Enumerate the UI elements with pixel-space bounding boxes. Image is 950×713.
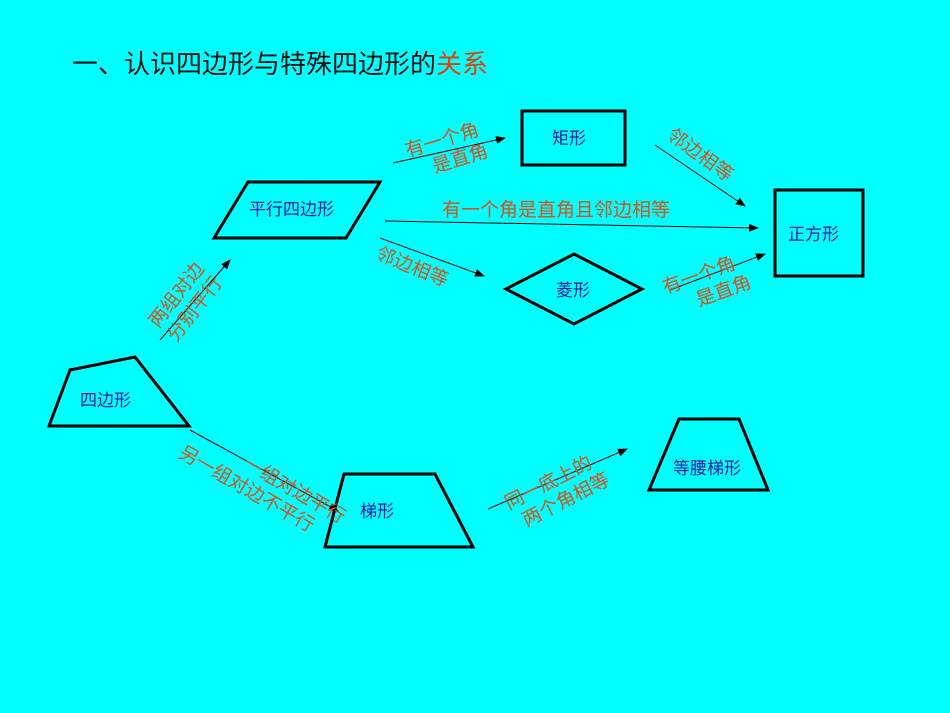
- isosceles-trapezoid-label: 等腰梯形: [673, 459, 741, 479]
- rhombus-label: 菱形: [556, 281, 590, 301]
- arrow-para-to-rhombus: [379, 237, 485, 277]
- cond-para-to-square: 有一个角是直角且邻边相等: [442, 199, 670, 221]
- rhombus-shape: [502, 252, 646, 326]
- cond-rhombus-to-square: 有一个角 是直角: [659, 252, 754, 311]
- title-main: 一、认识四边形与特殊四边形的: [72, 50, 437, 80]
- arrow-para-to-square: [384, 220, 759, 232]
- square-label: 正方形: [788, 225, 839, 245]
- cond-quad-to-trap: 一组对边平行 另一组对边不平行: [175, 442, 349, 537]
- square-shape: [773, 188, 865, 278]
- cond-quad-to-para: 两组对边 分别平行: [145, 258, 227, 346]
- trapezoid-shape: [323, 472, 476, 549]
- quadrilateral-shape: [46, 355, 193, 428]
- cond-trap-to-iso: 同一底上的 两个角相等: [501, 452, 613, 532]
- cond-para-to-rect: 有一个角 是直角: [403, 119, 491, 178]
- title-highlight: 关系: [436, 50, 489, 80]
- cond-rect-to-square: 邻边相等: [663, 124, 737, 186]
- isosceles-trapezoid-shape: [646, 417, 771, 492]
- trapezoid-label: 梯形: [360, 502, 394, 522]
- arrow-quad-to-trap: [189, 429, 339, 512]
- arrow-trap-to-iso: [487, 448, 628, 510]
- arrow-rect-to-square: [654, 144, 746, 207]
- rectangle-label: 矩形: [552, 129, 586, 149]
- parallelogram-shape: [211, 180, 383, 240]
- cond-rect-to-square-text: 邻边相等: [663, 124, 737, 186]
- arrow-rhombus-to-square: [669, 253, 766, 291]
- arrow-para-to-rect: [392, 136, 506, 164]
- rectangle-shape: [520, 109, 627, 167]
- parallelogram-label: 平行四边形: [249, 200, 334, 220]
- arrow-quad-to-para: [159, 259, 231, 341]
- page-title: 一、认识四边形与特殊四边形的关系: [72, 44, 488, 81]
- quadrilateral-label: 四边形: [80, 391, 131, 411]
